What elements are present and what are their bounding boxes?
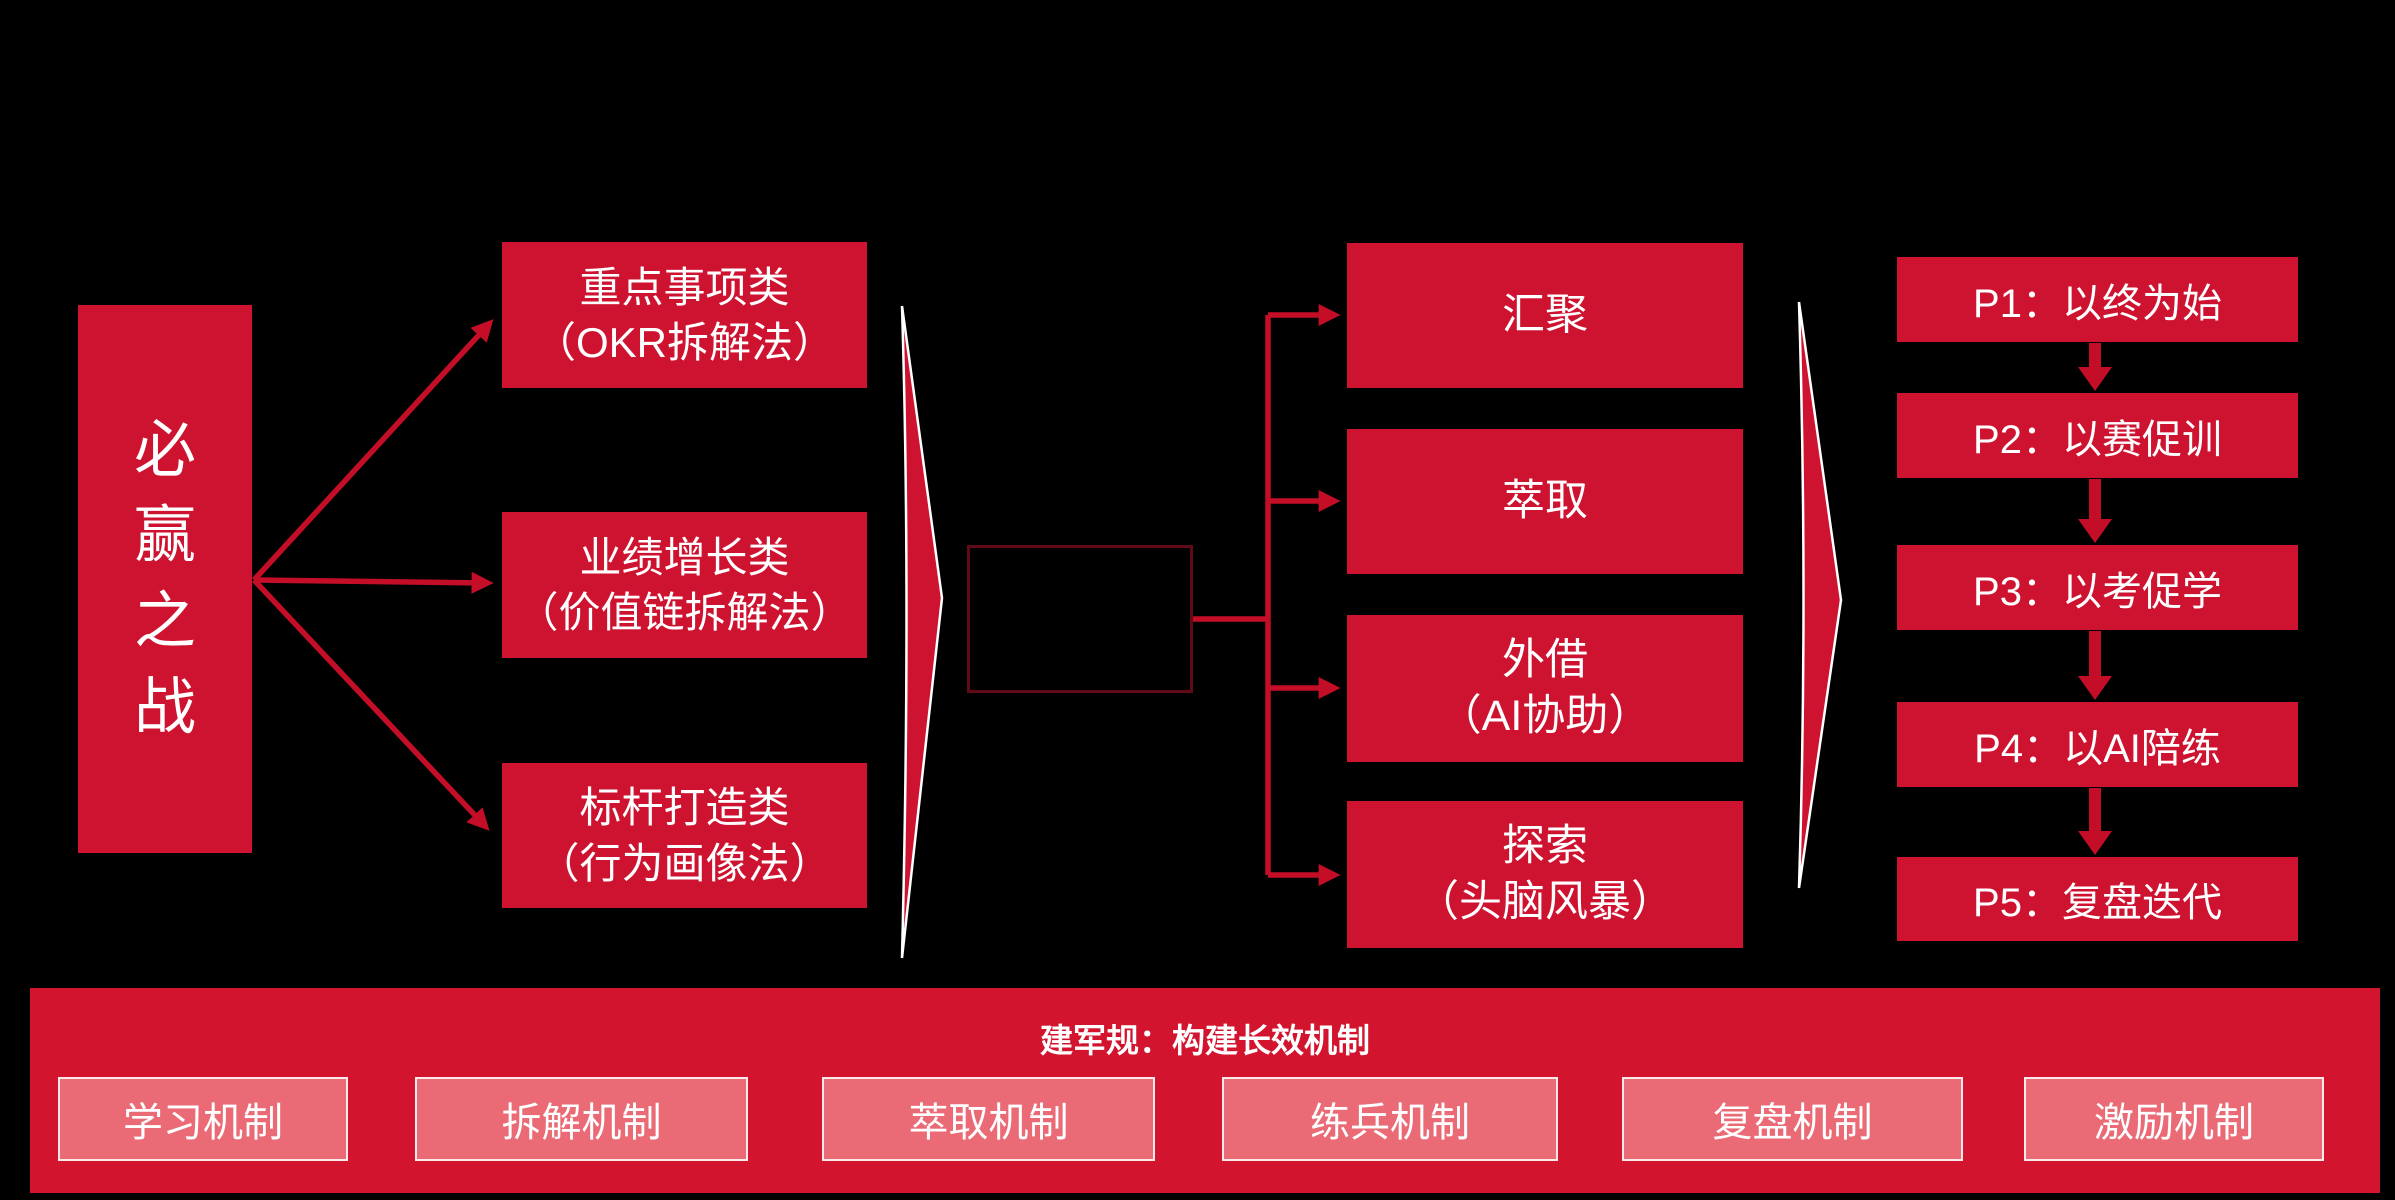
phase-arrow-shaft — [2089, 479, 2101, 521]
mechanism-banner: 建军规：构建长效机制 学习机制 拆解机制 萃取机制 练兵机制 复盘机制 激励机制 — [30, 988, 2380, 1193]
root-box-label: 必 赢 之 战 — [133, 415, 196, 742]
category-method: （行为画像法） — [537, 839, 832, 887]
category-title: 标杆打造类 — [579, 784, 790, 832]
extraction-title: 外借 — [1502, 635, 1588, 684]
mechanism-box-drill: 练兵机制 — [1222, 1077, 1558, 1161]
banner-title: 建军规：构建长效机制 — [1040, 1022, 1370, 1059]
arrow-down-icon — [2078, 831, 2112, 855]
phase-label: P5：复盘迭代 — [1973, 881, 2222, 925]
category-title: 业绩增长类 — [579, 533, 790, 581]
fan-arrow-top — [251, 319, 494, 582]
extraction-title: 探索 — [1502, 821, 1588, 870]
phase-label: P1：以终为始 — [1973, 281, 2222, 326]
arrow-down-icon — [2078, 676, 2112, 700]
phase-box-p3: P3：以考促学 — [1897, 545, 2298, 630]
extraction-title: 萃取 — [1502, 476, 1588, 525]
mechanism-box-distill: 萃取机制 — [822, 1077, 1155, 1161]
extraction-title: 汇聚 — [1502, 290, 1588, 339]
phase-arrow-shaft — [2089, 631, 2101, 678]
category-box-key-items: 重点事项类 （OKR拆解法） — [502, 242, 867, 388]
mechanism-label: 学习机制 — [123, 1101, 283, 1145]
phase-label: P3：以考促学 — [1973, 569, 2222, 614]
mechanism-label: 复盘机制 — [1712, 1101, 1873, 1145]
extraction-box-distill: 萃取 — [1347, 429, 1743, 574]
chevron-divider-icon — [1797, 301, 1843, 889]
mechanism-label: 练兵机制 — [1310, 1101, 1470, 1145]
mechanism-box-decompose: 拆解机制 — [415, 1077, 748, 1161]
fan-arrow-bottom — [251, 578, 490, 831]
phase-label: P2：以赛促训 — [1973, 417, 2222, 462]
mechanism-box-review: 复盘机制 — [1622, 1077, 1963, 1161]
chevron-divider-icon — [900, 305, 944, 959]
extraction-method: （AI协助） — [1438, 691, 1652, 740]
phase-arrow-shaft — [2089, 788, 2101, 833]
extraction-box-explore-brainstorm: 探索 （头脑风暴） — [1347, 801, 1743, 948]
extraction-box-borrow-ai: 外借 （AI协助） — [1347, 615, 1743, 762]
category-box-performance-growth: 业绩增长类 （价值链拆解法） — [502, 512, 867, 658]
category-method: （价值链拆解法） — [516, 589, 853, 636]
phase-box-p1: P1：以终为始 — [1897, 257, 2298, 342]
extraction-method: （头脑风暴） — [1416, 877, 1674, 926]
fan-arrows — [251, 319, 494, 831]
mechanism-box-incentive: 激励机制 — [2024, 1077, 2324, 1161]
phase-arrow-shaft — [2089, 343, 2101, 369]
mechanism-label: 激励机制 — [2094, 1101, 2254, 1145]
arrow-down-icon — [2078, 519, 2112, 543]
root-box-must-win-battle: 必 赢 之 战 — [78, 305, 252, 853]
hub-outline-box — [967, 545, 1193, 693]
category-box-benchmark-building: 标杆打造类 （行为画像法） — [502, 763, 867, 908]
mechanism-label: 拆解机制 — [501, 1101, 662, 1145]
fan-arrow-middle — [253, 571, 494, 594]
phase-label: P4：以AI陪练 — [1974, 726, 2221, 771]
hub-connectors — [1193, 304, 1341, 886]
phase-box-p4: P4：以AI陪练 — [1897, 702, 2298, 787]
mechanism-box-learning: 学习机制 — [58, 1077, 348, 1161]
category-method: （OKR拆解法） — [533, 319, 835, 366]
phase-box-p5: P5：复盘迭代 — [1897, 857, 2298, 941]
category-title: 重点事项类 — [579, 263, 790, 311]
arrow-down-icon — [2078, 367, 2112, 391]
mechanism-label: 萃取机制 — [908, 1101, 1069, 1145]
extraction-box-converge: 汇聚 — [1347, 243, 1743, 388]
phase-box-p2: P2：以赛促训 — [1897, 393, 2298, 478]
